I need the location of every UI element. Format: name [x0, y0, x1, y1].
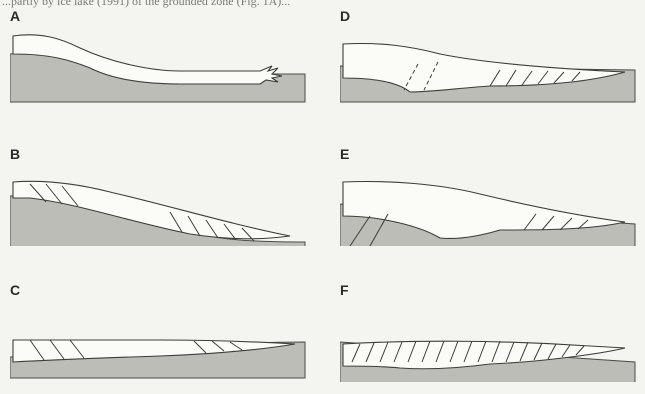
panel-d-diagram — [340, 8, 640, 108]
panel-e-diagram — [340, 146, 640, 246]
panel-c-diagram — [10, 282, 310, 382]
panel-a-diagram — [10, 8, 310, 108]
panel-f: F — [340, 282, 640, 382]
panel-f-diagram — [340, 282, 640, 382]
panel-b-diagram — [10, 146, 310, 246]
panel-a: A — [10, 8, 310, 108]
panel-d: D — [340, 8, 640, 108]
panel-e: E — [340, 146, 640, 246]
panel-c: C — [10, 282, 310, 382]
panel-b: B — [10, 146, 310, 246]
